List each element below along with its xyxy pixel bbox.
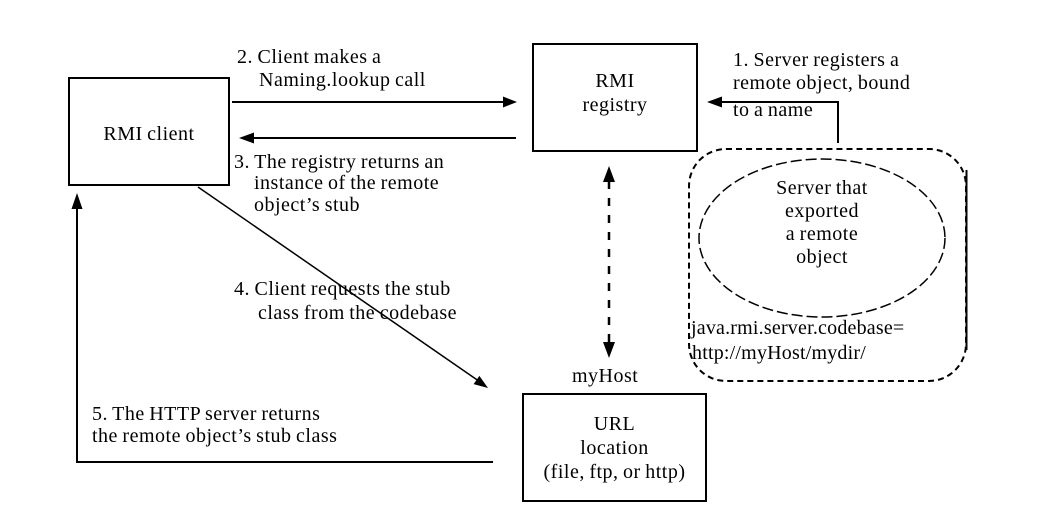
step3-label-line2: instance of the remote [254,172,440,194]
server-label-line4: object [796,246,848,268]
rmi-client-box: RMI client [68,77,230,186]
url-location-box: URL location (file, ftp, or http) [522,393,707,502]
codebase-property-line2: http://myHost/mydir/ [692,342,867,364]
server-label-line1: Server that [776,177,868,199]
myhost-label: myHost [572,365,639,387]
http-return-arrow [71,193,493,463]
step3-label-line3: object’s stub [254,194,361,216]
server-host-dashed-box [688,148,967,382]
url-location-label-line3: (file, ftp, or http) [543,460,686,483]
rmi-client-label: RMI client [103,123,195,145]
register-arrow [707,96,839,143]
step4-label-line1: 4. Client requests the stub [234,278,451,300]
step3-label-line1: 3. The registry returns an [234,151,445,173]
step1-label-line3: to a name [733,99,814,121]
rmi-registry-label-line1: RMI [595,69,635,92]
rmi-registry-label-line2: registry [582,93,648,116]
registry-url-link-arrow [603,166,615,358]
server-label-line3: a remote [785,223,859,245]
step1-label-line1: 1. Server registers a [733,49,900,71]
lookup-arrow [232,96,517,108]
step1-label-line2: remote object, bound [733,72,911,94]
url-location-label-line2: location [580,436,649,459]
step2-label-line1: 2. Client makes a [237,46,382,68]
step2-label-line2: Naming.lookup call [259,69,426,91]
server-ellipse-label: Server that exported a remote object [699,177,945,269]
step4-label-line2: class from the codebase [258,302,457,324]
step5-label-line2: the remote object’s stub class [92,425,338,447]
url-location-label-line1: URL [593,412,636,435]
codebase-property-line1: java.rmi.server.codebase= [691,317,905,339]
rmi-registry-box: RMI registry [532,43,698,152]
step5-label-line1: 5. The HTTP server returns [92,403,321,425]
stub-request-arrow [197,186,488,388]
server-label-line2: exported [785,200,859,222]
stub-return-arrow [239,132,516,144]
server-ellipse [698,158,946,318]
